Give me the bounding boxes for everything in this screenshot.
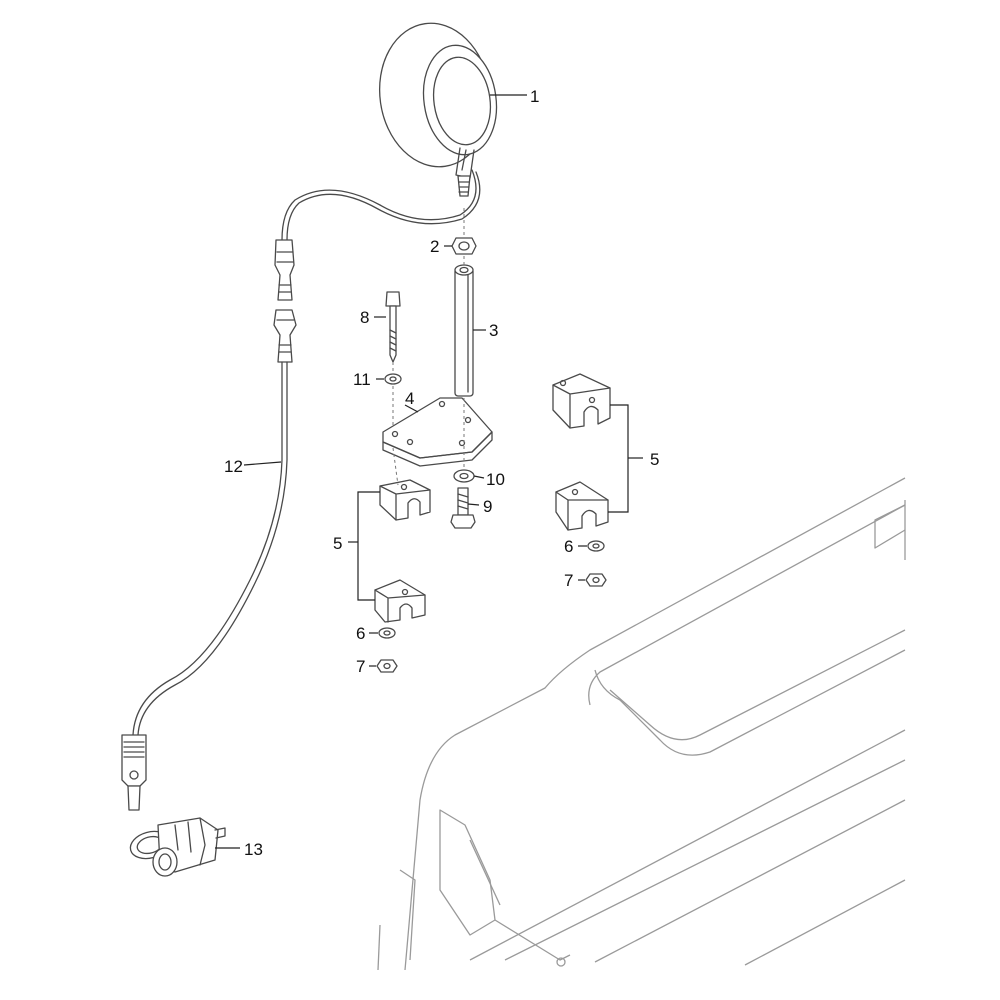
callout-9: 9 [483,497,492,516]
callout-4: 4 [405,389,414,408]
callout-6-left: 6 [356,624,365,643]
washer-part-10 [453,469,475,483]
callout-11: 11 [353,370,371,389]
cable-part [121,169,481,811]
clamp-part-right [552,373,611,531]
callout-7-left: 7 [356,657,365,676]
nut-part-2 [451,237,477,255]
callout-3: 3 [489,321,498,340]
callout-12: 12 [224,457,243,476]
clamp-part-left [374,479,431,623]
screw-part-9 [450,487,476,529]
callout-13: 13 [244,840,263,859]
nut-part-7-left [376,659,398,673]
post-part [454,264,474,397]
mounting-plate-part [382,397,493,467]
bolt-part [385,291,401,363]
socket-part [129,817,226,877]
callout-10: 10 [486,470,505,489]
callout-7-right: 7 [564,571,573,590]
washer-part-6-right [587,540,605,552]
callout-2: 2 [430,237,439,256]
leader-lines [215,94,643,849]
washer-part-6-left [378,627,396,639]
callout-8: 8 [360,308,369,327]
vehicle-frame [377,477,906,971]
callout-5-right: 5 [650,450,659,469]
callout-labels: 1 2 3 8 11 4 10 9 12 5 5 6 7 6 7 13 [224,87,659,859]
assembly-lines [392,208,465,486]
nut-part-7-right [585,573,607,587]
washer-part-11 [384,373,402,385]
callout-6-right: 6 [564,537,573,556]
lamp-part [378,22,498,197]
callout-1: 1 [530,87,539,106]
callout-5-left: 5 [333,534,342,553]
